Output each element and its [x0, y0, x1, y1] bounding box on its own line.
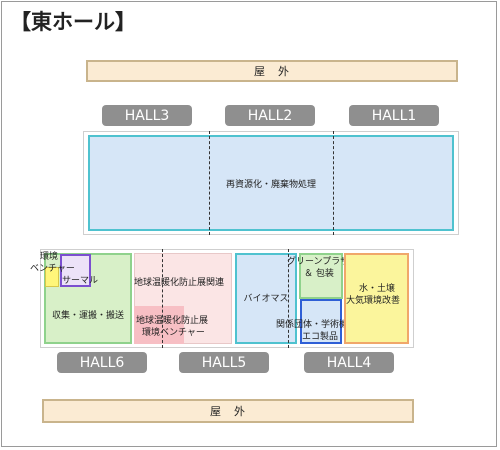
zone-venture-small[interactable]: [45, 267, 59, 287]
zone-thermal[interactable]: [60, 254, 91, 287]
zone-related-groups-label-2: エコ製品: [302, 332, 339, 342]
zone-venture-label-1: 環境: [40, 252, 59, 262]
zone-related-groups-label-1: 関係団体・学術機関・: [276, 320, 367, 330]
hall1-label[interactable]: HALL1: [349, 105, 439, 126]
outdoor-area-bottom: 屋 外: [42, 399, 414, 423]
zone-green-plaza-label-1: グリーンプラザ: [287, 257, 350, 267]
zone-related-groups[interactable]: [300, 299, 342, 344]
hall5-label[interactable]: HALL5: [179, 352, 269, 373]
zone-recycling-label: 再資源化・廃棄物処理: [225, 179, 316, 190]
zone-water-soil[interactable]: [344, 253, 409, 344]
outdoor-area-top: 屋 外: [86, 60, 458, 82]
zone-water-soil-label-2: 大気環境改善: [346, 296, 401, 306]
zone-biomass[interactable]: バイオマス: [235, 253, 297, 344]
zone-gw-venture-label-1: 地球温暖化防止展: [136, 316, 209, 326]
hall6-label[interactable]: HALL6: [57, 352, 147, 373]
zone-recycling[interactable]: 再資源化・廃棄物処理: [88, 135, 454, 231]
zone-venture-label-2: ベンチャー: [30, 264, 75, 274]
hall2-label[interactable]: HALL2: [225, 105, 315, 126]
zone-thermal-label: サーマル: [62, 276, 99, 286]
zone-global-warming-label: 地球温暖化防止展関連: [134, 278, 225, 288]
hall3-label[interactable]: HALL3: [102, 105, 192, 126]
zone-water-soil-label-1: 水・土壌: [359, 284, 396, 294]
hall-divider: [209, 131, 210, 235]
zone-global-warming-venture[interactable]: [134, 306, 184, 344]
zone-gw-venture-label-2: 環境ベンチャー: [142, 328, 205, 338]
hall-divider: [288, 249, 289, 348]
hall-divider: [333, 131, 334, 235]
zone-collection-label: 収集・運搬・搬送: [51, 310, 124, 321]
page-title: 【東ホール】: [10, 10, 136, 34]
zone-green-plaza[interactable]: [299, 253, 343, 299]
hall-divider: [162, 249, 163, 348]
zone-biomass-label: バイオマス: [243, 293, 289, 304]
zone-green-plaza-label-2: ＆ 包装: [304, 269, 334, 279]
hall4-label[interactable]: HALL4: [304, 352, 394, 373]
